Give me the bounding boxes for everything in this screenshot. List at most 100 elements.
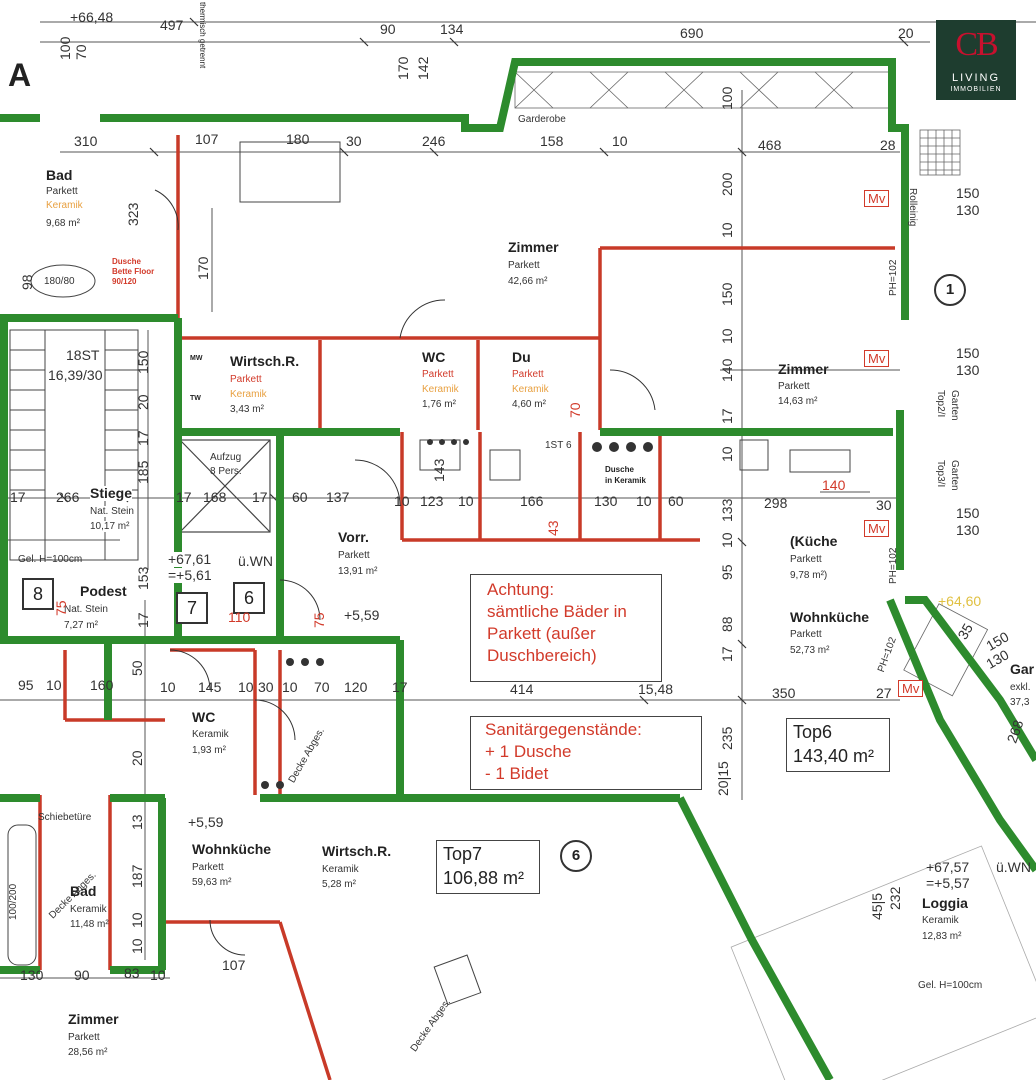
cb-living-logo: CB LIVING IMMOBILIEN xyxy=(936,20,1016,100)
logo-line2: IMMOBILIEN xyxy=(950,86,1002,93)
room-name: Wohnküche xyxy=(192,841,272,857)
room-area: 7,27 m² xyxy=(64,620,98,631)
dimension: 150 xyxy=(135,350,151,374)
note-box-achtung: Achtung: sämtliche Bäder in Parkett (auß… xyxy=(470,574,662,682)
dimension: 10 xyxy=(636,493,652,509)
room-floor: Parkett xyxy=(46,186,78,197)
dimension: 20|15 xyxy=(715,761,731,796)
label-elevation-relative: =+5,57 xyxy=(926,875,970,891)
dimension: 60 xyxy=(668,493,684,509)
room-name: WC xyxy=(422,349,446,365)
dimension: 168 xyxy=(203,489,227,505)
label-elevation: +64,60 xyxy=(938,593,982,609)
dimension: 20 xyxy=(129,750,145,766)
dimension: 137 xyxy=(326,489,350,505)
room-floor: Nat. Stein xyxy=(90,506,134,517)
room-name: Zimmer xyxy=(778,361,829,377)
label-garden-top: Top3/I xyxy=(935,460,946,488)
label-elevation: +5,59 xyxy=(188,814,224,830)
room-floor-alt: Keramik xyxy=(230,389,267,400)
dimension: 43 xyxy=(545,520,561,536)
room-name: WC xyxy=(192,709,216,725)
door-swings xyxy=(154,189,656,956)
dimension: 30 xyxy=(346,133,362,149)
dimension: 45|5 xyxy=(869,893,885,920)
dimension: 70 xyxy=(567,402,583,418)
dimension: 100 xyxy=(719,86,735,110)
top-name: Top7 xyxy=(443,844,483,864)
top-area: 106,88 m² xyxy=(443,868,525,888)
dimension: 70 xyxy=(314,679,330,695)
dimension: 13 xyxy=(129,814,145,830)
dimension: 150 xyxy=(719,282,735,306)
room-name: (Küche xyxy=(790,533,838,549)
dimension: 10 xyxy=(394,493,410,509)
label-railing-height: Gel. H=100cm xyxy=(918,980,983,991)
note-line: Duschbereich) xyxy=(487,646,597,665)
room-name: Vorr. xyxy=(338,529,369,545)
dimension: 10 xyxy=(719,446,735,462)
dimension: 10 xyxy=(282,679,298,695)
label-dryer: TW xyxy=(190,395,201,402)
dimension: 10 xyxy=(719,532,735,548)
dimension: 323 xyxy=(125,202,141,226)
dimension: 17 xyxy=(392,679,408,695)
label-shower: Dusche xyxy=(112,257,141,266)
label-garderobe: Garderobe xyxy=(518,114,566,125)
room-floor: Parkett xyxy=(790,554,822,565)
dimension: 140 xyxy=(822,477,846,493)
dimension: 185 xyxy=(135,460,151,484)
dimension: 17 xyxy=(10,489,26,505)
room-name: Stiege xyxy=(90,485,133,502)
label-shower: Dusche xyxy=(605,465,634,474)
dimension: 70 xyxy=(73,44,89,60)
label-garden-top: Top2/I xyxy=(935,390,946,418)
room-name: Wohnküche xyxy=(790,609,870,625)
label-elevation: +5,59 xyxy=(344,607,380,623)
dimension: 170 xyxy=(395,56,411,80)
dimension: 10 xyxy=(238,679,254,695)
ventilation-mark: Mv xyxy=(864,190,890,207)
tick-marks xyxy=(59,17,909,705)
ventilation-mark: Mv xyxy=(864,350,890,367)
label-shower-size: 90/120 xyxy=(112,277,137,286)
dimension: 10 xyxy=(719,222,735,238)
label-shower-type: Bette Floor xyxy=(112,267,155,276)
dimension: 15,48 xyxy=(638,681,674,697)
room-floor-alt: Keramik xyxy=(422,384,459,395)
section-mark-a: A xyxy=(8,57,32,93)
label-schiebetuere: Schiebetüre xyxy=(38,812,92,823)
room-area: 1,76 m² xyxy=(422,399,456,410)
stove-burners xyxy=(261,439,653,789)
label-garden-partial: Gar xyxy=(1010,661,1035,677)
interior-walls-red xyxy=(38,135,895,1080)
room-name: Wirtsch.R. xyxy=(230,353,300,369)
dimension: 145 xyxy=(198,679,222,695)
room-area: 4,60 m² xyxy=(512,399,546,410)
dimension: 414 xyxy=(510,681,534,697)
dimension: 150 xyxy=(956,345,980,361)
ventilation-mark: Mv xyxy=(864,520,890,537)
dimension: 30 xyxy=(876,497,892,513)
top-name: Top6 xyxy=(793,722,833,742)
room-floor: Parkett xyxy=(778,381,810,392)
dimension: 17 xyxy=(719,646,735,662)
dimension: 10 xyxy=(46,677,62,693)
dimension: 153 xyxy=(135,566,151,590)
label-railing-height: Gel. H=100cm xyxy=(18,554,83,565)
label-exclusive: exkl. xyxy=(1010,682,1031,693)
room-area: 12,83 m² xyxy=(922,931,962,942)
dimension: 158 xyxy=(540,133,564,149)
dimension: 88 xyxy=(719,616,735,632)
logo-initials: CB xyxy=(955,26,998,63)
label-garden: Garten xyxy=(949,460,960,491)
label-step: 1ST 6 xyxy=(545,440,572,451)
load-bearing-walls-green xyxy=(0,58,1036,1080)
room-area: 59,63 m² xyxy=(192,877,232,888)
room-floor: Keramik xyxy=(922,915,959,926)
dimension: 150 xyxy=(956,505,980,521)
marker-square: 6 xyxy=(233,582,265,614)
dimension: 310 xyxy=(74,133,98,149)
room-name: Wirtsch.R. xyxy=(322,843,392,859)
room-floor-alt: Keramik xyxy=(46,200,83,211)
